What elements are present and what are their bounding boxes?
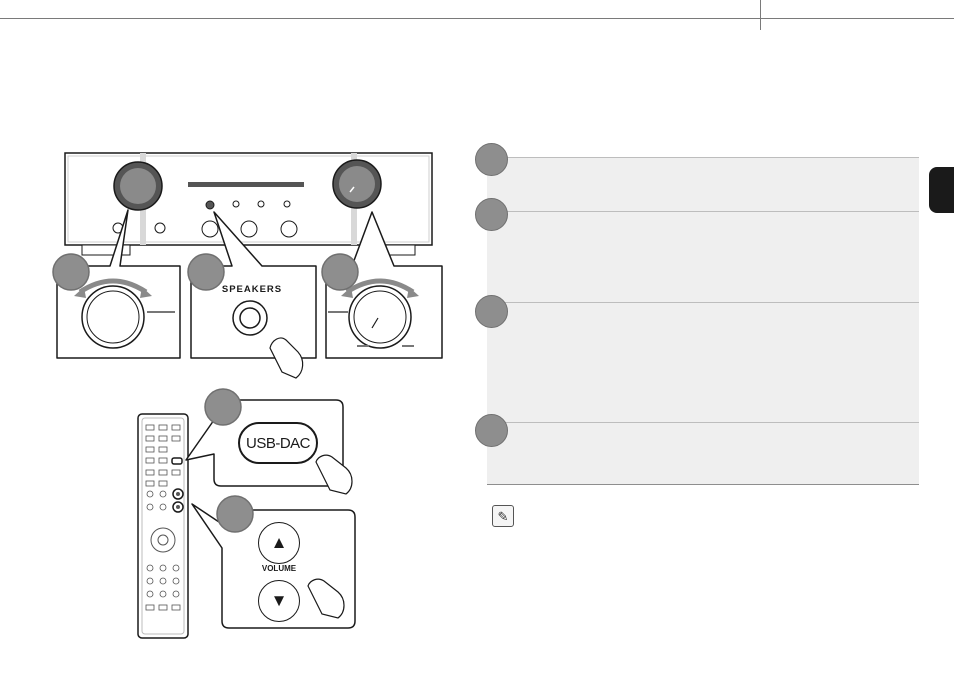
section-side-tab bbox=[929, 167, 954, 213]
volume-label: VOLUME bbox=[261, 564, 297, 573]
speakers-label: SPEAKERS bbox=[221, 284, 283, 295]
callout-speakers bbox=[187, 211, 317, 379]
pencil-icon: ✎ bbox=[492, 505, 514, 527]
step-1-badge bbox=[475, 143, 508, 176]
volume-down-icon: ▼ bbox=[258, 580, 300, 622]
step-3-badge bbox=[475, 295, 508, 328]
remote-control bbox=[137, 413, 189, 639]
step-1-box bbox=[487, 157, 919, 211]
callout-volume bbox=[321, 211, 443, 359]
header-rule bbox=[0, 18, 954, 19]
step-2-badge bbox=[475, 198, 508, 231]
amplifier-operation-illustration bbox=[52, 152, 443, 639]
step-4-badge bbox=[475, 414, 508, 447]
callout-volume-buttons bbox=[191, 495, 356, 629]
usb-dac-button: USB-DAC bbox=[238, 422, 318, 464]
callout-input-selector bbox=[52, 209, 181, 359]
steps-bottom-rule bbox=[487, 484, 919, 485]
step-2-box bbox=[487, 211, 919, 302]
volume-up-icon: ▲ bbox=[258, 522, 300, 564]
step-3-box bbox=[487, 302, 919, 422]
header-divider bbox=[760, 0, 761, 30]
step-4-box bbox=[487, 422, 919, 485]
